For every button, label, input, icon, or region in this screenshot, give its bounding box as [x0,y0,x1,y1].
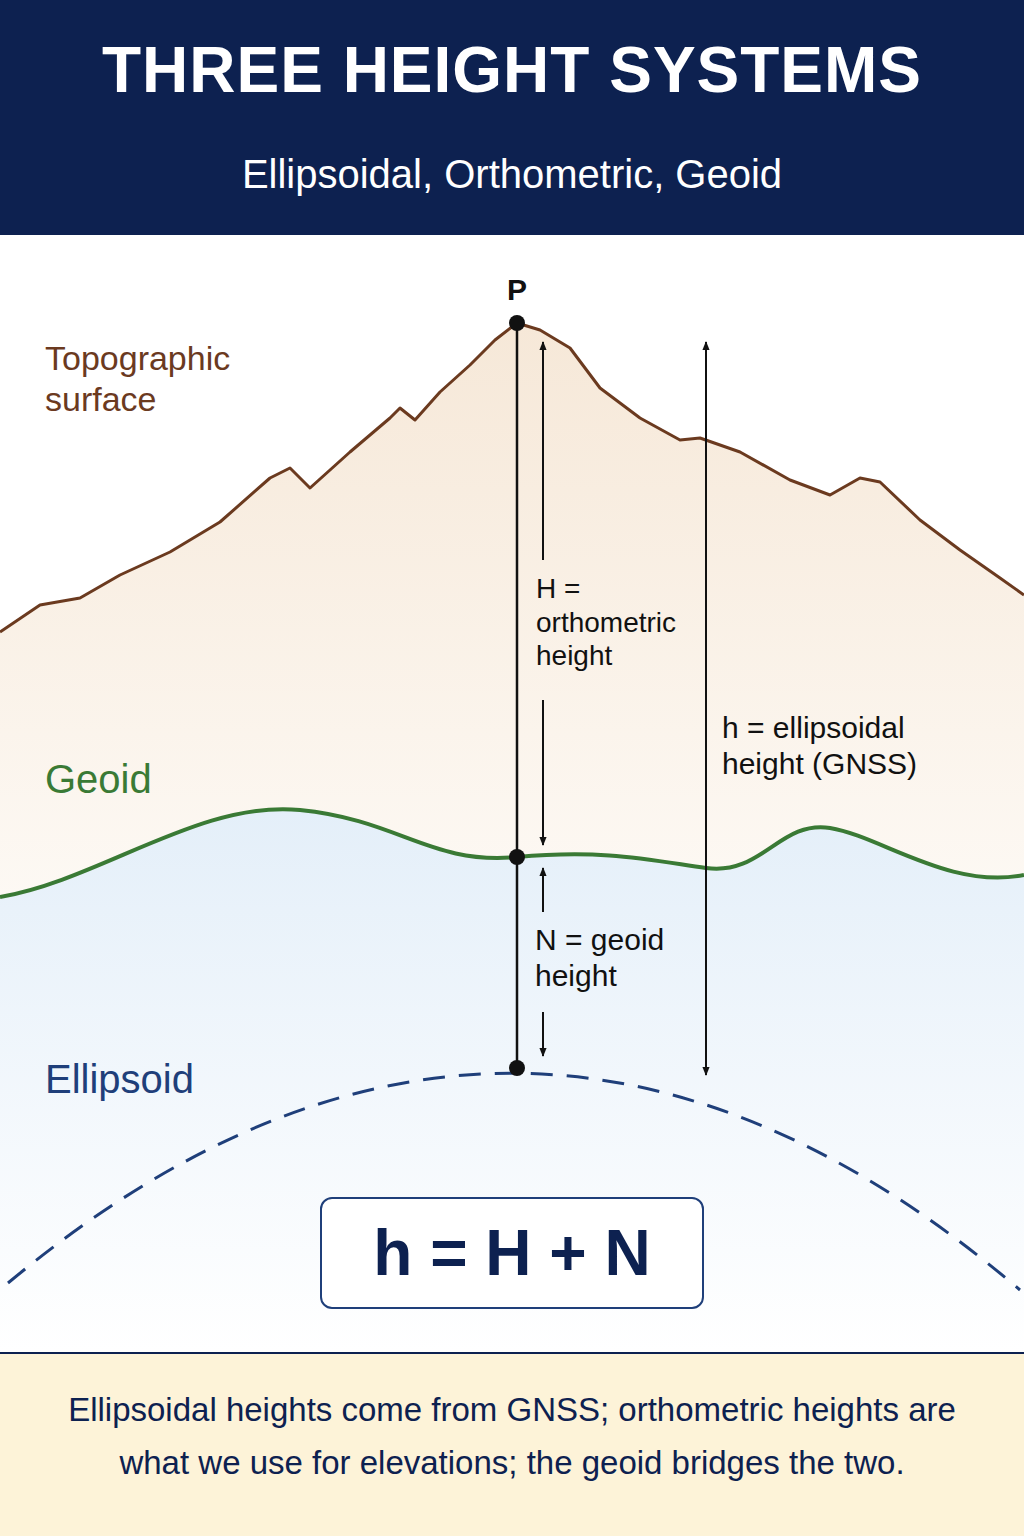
point-dot [509,1060,525,1076]
surface-label: Geoid [45,755,245,803]
formula-box: h = H + N [320,1197,704,1309]
point-dot [509,849,525,865]
dimension-arrow [542,700,544,845]
geoid-fill [0,809,1024,1352]
point-label: P [497,272,537,308]
dimension-arrow [542,868,544,912]
dimension-arrow [542,342,544,560]
dimension-arrow [705,342,707,1075]
formula-text: h = H + N [373,1216,650,1290]
drawing-ground [0,235,1024,1352]
dimension-arrow [542,1012,544,1056]
terrain-fill [0,323,1024,900]
surface-label: Topographic surface [45,338,285,420]
dimension-label: N = geoid height [535,922,705,994]
ellipsoid-line [8,1073,1020,1290]
caption: Ellipsoidal heights come from GNSS; orth… [50,1384,974,1490]
caption-band [0,1352,1024,1536]
subtitle: Ellipsoidal, Orthometric, Geoid [0,150,1024,198]
surface-label: Ellipsoid [45,1055,285,1103]
topographic-line [0,323,1024,632]
plumb-line [516,323,519,1068]
title: THREE HEIGHT SYSTEMS [0,32,1024,109]
dimension-label: H = orthometric height [536,572,706,673]
caption-rule [0,1352,1024,1354]
point-dot [509,315,525,331]
dimension-label: h = ellipsoidal height (GNSS) [722,710,982,782]
geoid-line [0,809,1024,897]
header-band [0,0,1024,235]
